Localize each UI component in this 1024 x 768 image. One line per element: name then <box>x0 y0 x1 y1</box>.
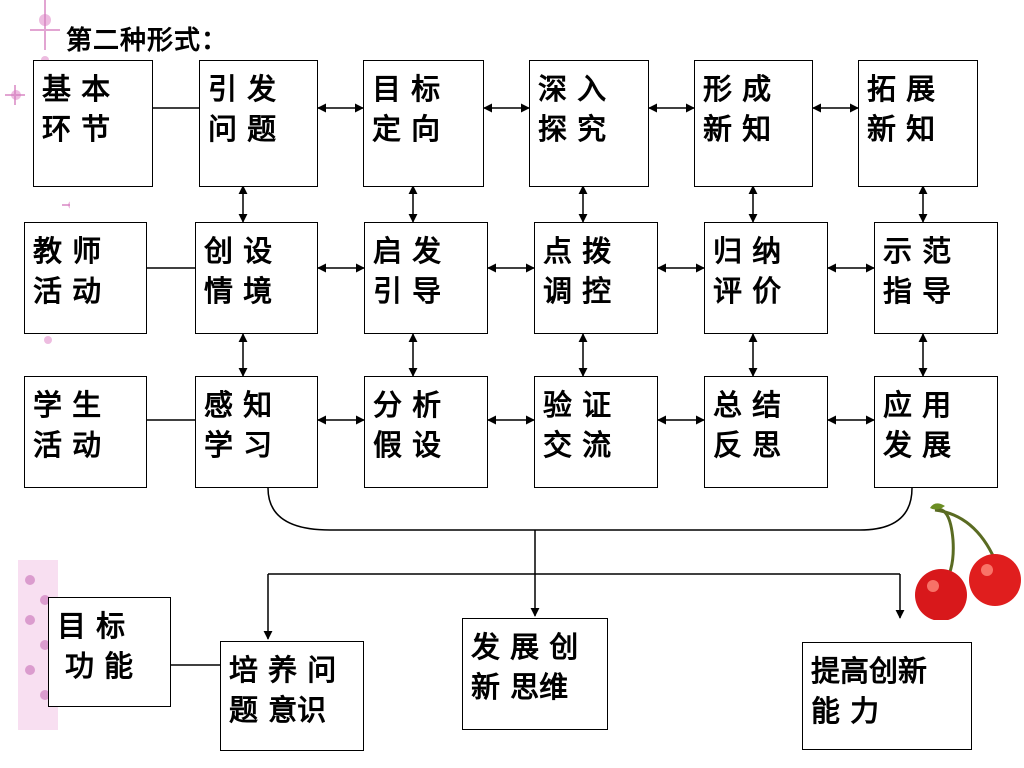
box-line: 新 思维 <box>471 670 569 704</box>
box-line: 目 标 <box>57 609 126 643</box>
box-line: 培 养 问 <box>229 653 337 687</box>
student-activity-box: 感 知 学 习 <box>195 376 318 488</box>
row-label-basic-stage: 基 本 环 节 <box>33 60 153 187</box>
box-line: 感 知 <box>204 388 273 422</box>
box-line: 深 入 <box>538 72 607 106</box>
box-line: 启 发 <box>373 234 442 268</box>
box-line: 发 展 <box>883 428 952 462</box>
box-line: 题 意识 <box>229 693 327 727</box>
box-line: 拓 展 <box>867 72 936 106</box>
box-line: 新 知 <box>867 112 936 146</box>
teacher-activity-box: 示 范 指 导 <box>874 222 998 334</box>
row-label-student-activity: 学 生 活 动 <box>24 376 147 488</box>
box-line: 总 结 <box>713 388 782 422</box>
box-line: 探 究 <box>538 112 607 146</box>
box-line: 问 题 <box>208 112 277 146</box>
box-line: 基 本 <box>42 72 111 106</box>
box-line: 调 控 <box>543 274 612 308</box>
box-line: 引 导 <box>373 274 442 308</box>
box-line: 形 成 <box>703 72 772 106</box>
box-line: 应 用 <box>883 388 952 422</box>
box-line: 交 流 <box>543 428 612 462</box>
row-label-goal-function: 目 标 功 能 <box>48 597 171 707</box>
box-line: 创 设 <box>204 234 273 268</box>
box-line: 引 发 <box>208 72 277 106</box>
teacher-activity-box: 启 发 引 导 <box>364 222 488 334</box>
box-line: 评 价 <box>713 274 782 308</box>
teacher-activity-box: 归 纳 评 价 <box>704 222 828 334</box>
box-line: 反 思 <box>713 428 782 462</box>
goal-box: 发 展 创 新 思维 <box>462 618 608 730</box>
box-line: 分 析 <box>373 388 442 422</box>
box-line: 活 动 <box>33 274 102 308</box>
box-line: 发 展 创 <box>471 630 579 664</box>
student-activity-box: 验 证 交 流 <box>534 376 658 488</box>
box-line: 学 习 <box>204 428 273 462</box>
stage-box: 深 入 探 究 <box>529 60 649 187</box>
student-activity-box: 分 析 假 设 <box>364 376 488 488</box>
box-line: 验 证 <box>543 388 612 422</box>
box-line: 示 范 <box>883 234 952 268</box>
goal-box: 提高创新 能 力 <box>802 642 972 750</box>
teacher-activity-box: 点 拨 调 控 <box>534 222 658 334</box>
box-line: 指 导 <box>883 274 952 308</box>
student-activity-box: 总 结 反 思 <box>704 376 828 488</box>
box-line: 归 纳 <box>713 234 782 268</box>
teacher-activity-box: 创 设 情 境 <box>195 222 318 334</box>
box-line: 学 生 <box>33 388 102 422</box>
box-line: 点 拨 <box>543 234 612 268</box>
cherries-decoration <box>915 503 1021 620</box>
stage-box: 拓 展 新 知 <box>858 60 978 187</box>
box-line: 定 向 <box>372 112 441 146</box>
box-line: 能 力 <box>811 694 880 728</box>
student-activity-box: 应 用 发 展 <box>874 376 998 488</box>
stage-box: 引 发 问 题 <box>199 60 318 187</box>
box-line: 提高创新 <box>811 654 928 688</box>
box-line: 假 设 <box>373 428 442 462</box>
box-line: 教 师 <box>33 234 102 268</box>
stage-box: 形 成 新 知 <box>694 60 813 187</box>
box-line: 目 标 <box>372 72 441 106</box>
box-line: 情 境 <box>204 274 273 308</box>
stage-box: 目 标 定 向 <box>363 60 484 187</box>
box-line: 活 动 <box>33 428 102 462</box>
row-label-teacher-activity: 教 师 活 动 <box>24 222 147 334</box>
box-line: 功 能 <box>65 649 134 683</box>
box-line: 新 知 <box>703 112 772 146</box>
page-title: 第二种形式： <box>66 26 229 56</box>
goal-box: 培 养 问 题 意识 <box>220 641 364 751</box>
box-line: 环 节 <box>42 112 111 146</box>
